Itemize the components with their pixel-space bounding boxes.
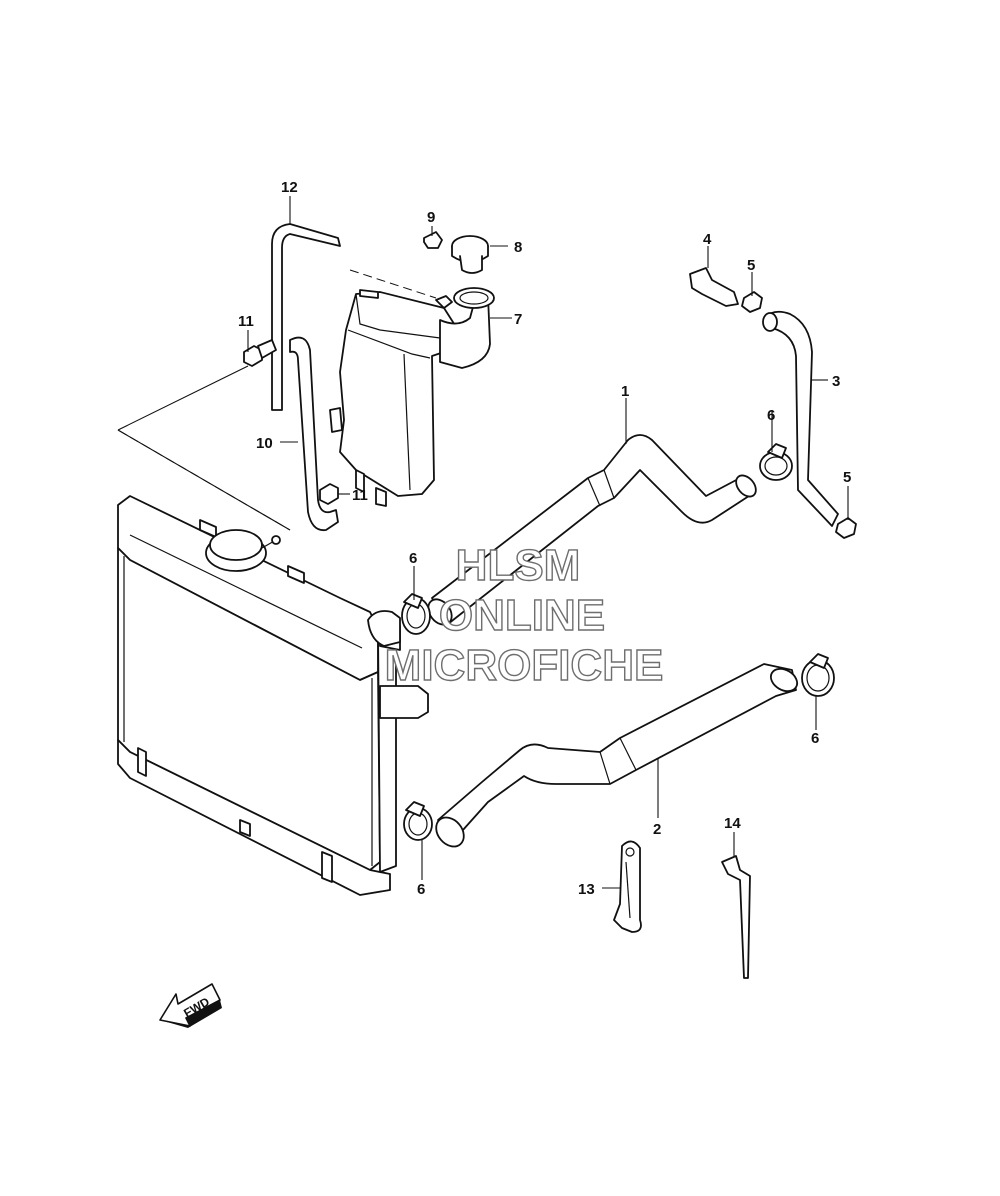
- guide-line: [349, 269, 437, 299]
- cable-tie: [721, 855, 751, 979]
- callout-11-lower: 11: [352, 487, 368, 504]
- watermark-line-3: MICROFICHE: [385, 641, 664, 690]
- hose-clamp: [759, 443, 793, 481]
- callout-5-lower: 5: [843, 469, 851, 486]
- callout-1: 1: [621, 383, 629, 400]
- upper-radiator-hose: [427, 434, 757, 626]
- callout-6-upper-right: 6: [767, 407, 775, 424]
- reservoir-tank: [329, 287, 495, 507]
- leader-lines: [247, 196, 849, 889]
- callout-10: 10: [256, 435, 273, 452]
- lower-radiator-hose: [435, 663, 799, 848]
- hose-end: [762, 312, 778, 332]
- guide-line: [117, 365, 249, 431]
- hose-clamp-small: [835, 517, 857, 539]
- fwd-marker: FWD: [159, 983, 222, 1028]
- watermark-line-2: ONLINE: [439, 591, 605, 640]
- callout-6-lower-right: 6: [811, 730, 819, 747]
- guide-line: [117, 429, 291, 531]
- callout-7: 7: [514, 311, 522, 328]
- callout-12: 12: [281, 179, 298, 196]
- hose-clamp: [401, 593, 431, 635]
- bypass-hose: [763, 310, 839, 527]
- reservoir-cap: [451, 235, 489, 274]
- callout-6-upper-left: 6: [409, 550, 417, 567]
- callout-2: 2: [653, 821, 661, 838]
- callout-11-upper: 11: [238, 313, 254, 330]
- hose-fitting: [689, 267, 739, 307]
- hose-clamp: [801, 653, 835, 697]
- radiator: [117, 495, 429, 896]
- hose-clamp-small: [741, 291, 763, 313]
- callout-8: 8: [514, 239, 522, 256]
- callout-4: 4: [703, 231, 712, 248]
- callout-13: 13: [578, 881, 595, 898]
- callout-3: 3: [832, 373, 840, 390]
- callout-14: 14: [724, 815, 741, 832]
- callout-5-upper: 5: [747, 257, 755, 274]
- hose-clip: [243, 339, 277, 367]
- callout-6-lower-left: 6: [417, 881, 425, 898]
- breather-hose: [289, 336, 339, 532]
- rubber-band: [613, 840, 642, 933]
- hose-clip: [319, 483, 339, 505]
- hose-clamp: [403, 801, 433, 841]
- callout-9: 9: [427, 209, 435, 226]
- overflow-hose: [271, 223, 341, 411]
- watermark-line-1: HLSM: [456, 541, 581, 590]
- bolt: [423, 231, 443, 249]
